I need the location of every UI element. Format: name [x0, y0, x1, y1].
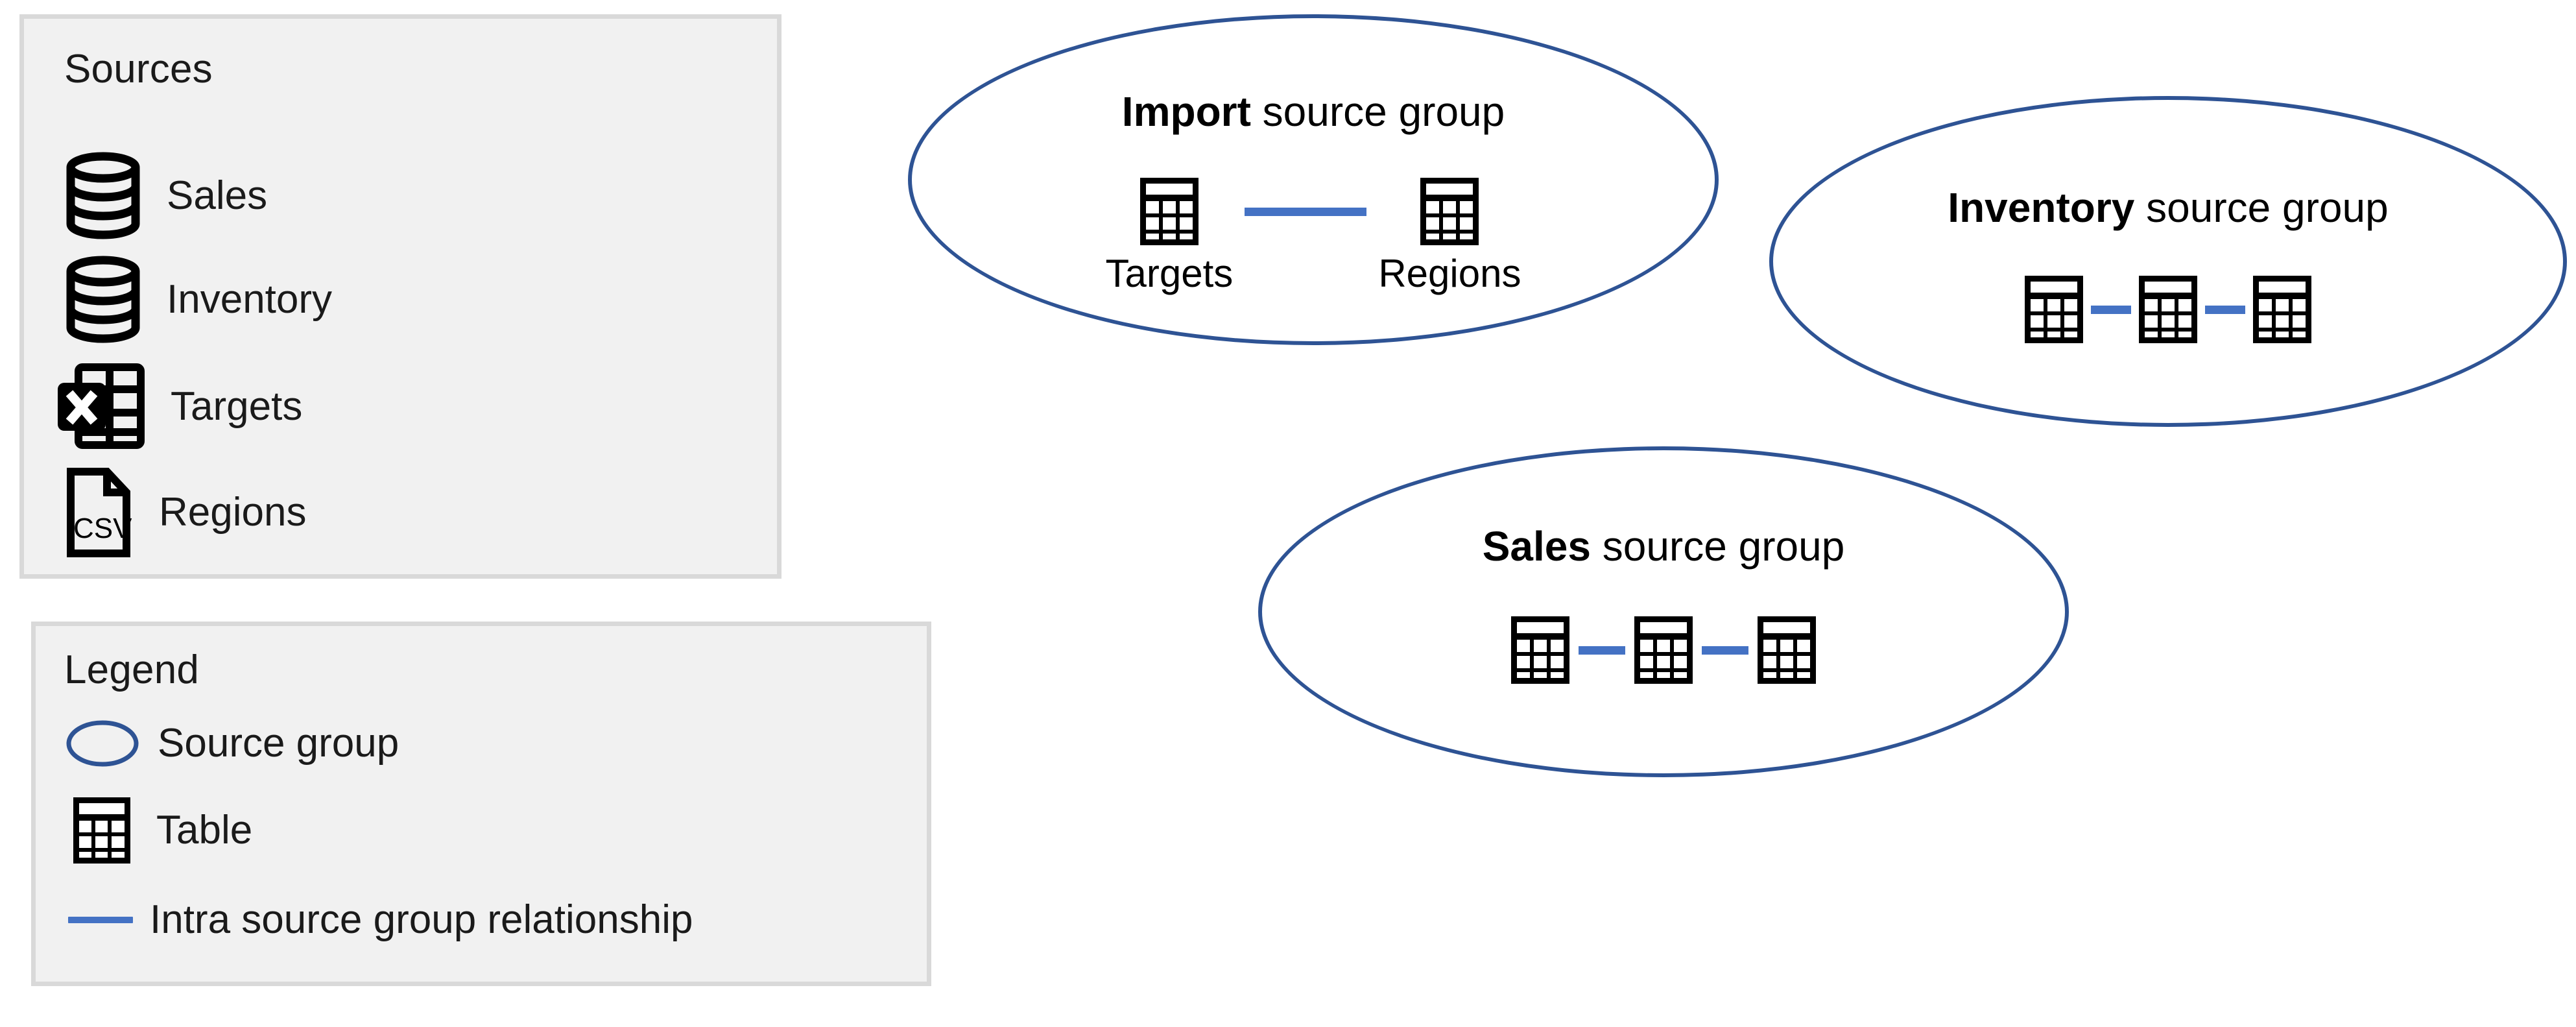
table-node[interactable]: Regions — [1378, 176, 1521, 293]
legend-item-source-group: Source group — [64, 718, 399, 769]
table-icon — [72, 796, 132, 865]
table-node[interactable] — [1633, 615, 1694, 693]
group-title: Import source group — [908, 91, 1719, 132]
line-icon — [67, 907, 134, 933]
table-icon — [2023, 274, 2084, 344]
group-outline-ellipse — [908, 14, 1719, 345]
relationship-connector — [1245, 208, 1367, 216]
legend-panel: Legend Source group — [31, 622, 931, 986]
group-node-row — [1258, 615, 2069, 693]
table-node[interactable] — [1756, 615, 1817, 693]
source-item-targets[interactable]: Targets — [55, 359, 302, 453]
group-title: Inventory source group — [1769, 187, 2567, 228]
table-icon — [1139, 176, 1200, 247]
table-icon — [1510, 615, 1571, 685]
table-node[interactable] — [2138, 274, 2199, 352]
ellipse-icon — [64, 718, 141, 769]
table-icon — [1633, 615, 1694, 685]
sources-panel-title: Sources — [64, 47, 213, 91]
relationship-connector — [1702, 646, 1748, 655]
excel-file-icon — [55, 359, 146, 453]
table-node[interactable] — [2023, 274, 2084, 352]
database-icon — [64, 152, 142, 239]
group-title-suffix: source group — [2134, 184, 2389, 231]
source-group-import[interactable]: Import source group — [908, 14, 1719, 345]
relationship-connector — [1579, 646, 1625, 655]
table-node[interactable] — [2252, 274, 2313, 352]
svg-text:CSV: CSV — [73, 513, 132, 544]
group-title-suffix: source group — [1250, 88, 1505, 135]
source-item-label: Sales — [167, 173, 268, 218]
source-item-regions[interactable]: CSV Regions — [64, 466, 306, 559]
sources-panel: Sources Sales — [19, 14, 781, 579]
source-group-sales[interactable]: Sales source group — [1258, 446, 2069, 777]
source-group-inventory[interactable]: Inventory source group — [1769, 96, 2567, 427]
source-item-inventory[interactable]: Inventory — [64, 256, 332, 343]
group-outline-ellipse — [1769, 96, 2567, 427]
table-icon — [2252, 274, 2313, 344]
legend-item-label: Table — [156, 808, 253, 852]
database-icon — [64, 256, 142, 343]
table-icon — [1419, 176, 1480, 247]
group-name: Inventory — [1948, 184, 2135, 231]
group-name: Sales — [1482, 523, 1591, 570]
table-node[interactable] — [1510, 615, 1571, 693]
source-item-label: Targets — [171, 383, 303, 429]
legend-item-label: Intra source group relationship — [150, 897, 693, 942]
group-title: Sales source group — [1258, 526, 2069, 567]
source-item-label: Regions — [159, 490, 307, 535]
legend-item-table: Table — [72, 796, 252, 865]
group-outline-ellipse — [1258, 446, 2069, 777]
group-node-row: Targets — [908, 176, 1719, 293]
table-icon — [1756, 615, 1817, 685]
table-node[interactable]: Targets — [1105, 176, 1234, 295]
legend-item-relationship: Intra source group relationship — [67, 900, 693, 940]
relationship-connector — [2091, 306, 2131, 314]
table-node-label: Regions — [1378, 252, 1521, 295]
relationship-connector — [2205, 306, 2245, 314]
source-item-label: Inventory — [167, 276, 333, 322]
group-name: Import — [1121, 88, 1251, 135]
table-node-label: Targets — [1105, 252, 1234, 295]
legend-panel-title: Legend — [64, 647, 200, 692]
legend-item-label: Source group — [158, 721, 400, 766]
group-node-row — [1769, 274, 2567, 352]
table-icon — [2138, 274, 2199, 344]
source-item-sales[interactable]: Sales — [64, 152, 267, 239]
csv-file-icon: CSV — [64, 466, 134, 559]
group-title-suffix: source group — [1590, 523, 1845, 570]
